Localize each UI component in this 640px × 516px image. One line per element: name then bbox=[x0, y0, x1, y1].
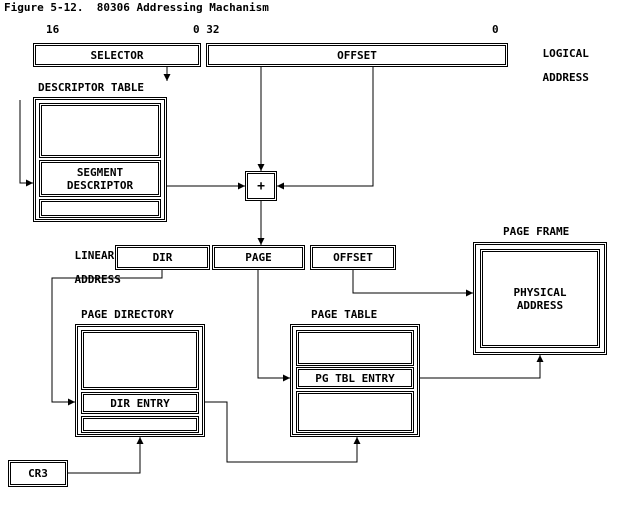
adder-box: + bbox=[245, 171, 277, 201]
descriptor-table-upper-cell bbox=[39, 103, 161, 158]
arrow-page-to-page-table bbox=[257, 270, 290, 382]
bit-label-16: 16 bbox=[46, 23, 60, 36]
figure-title: Figure 5-12. 80306 Addressing Machanism bbox=[4, 1, 269, 14]
linear-dir-field: DIR bbox=[115, 245, 210, 270]
bit-label-0-32: 0 32 bbox=[193, 23, 220, 36]
linear-offset-field: OFFSET bbox=[310, 245, 396, 270]
page-table-lower-cell bbox=[296, 391, 414, 433]
physical-address-cell: PHYSICAL ADDRESS bbox=[480, 249, 600, 348]
cr3-register-box: CR3 bbox=[8, 460, 68, 487]
offset-label: OFFSET bbox=[337, 48, 377, 62]
selector-box: SELECTOR bbox=[33, 43, 201, 67]
descriptor-table-label: DESCRIPTOR TABLE bbox=[38, 81, 144, 94]
page-frame-box: PHYSICAL ADDRESS bbox=[473, 242, 607, 355]
bit-label-0: 0 bbox=[492, 23, 499, 36]
dir-entry-cell: DIR ENTRY bbox=[81, 392, 199, 414]
page-table-upper-cell bbox=[296, 330, 414, 366]
linear-page-field: PAGE bbox=[212, 245, 305, 270]
descriptor-table-box: SEGMENT DESCRIPTOR bbox=[33, 97, 167, 222]
page-frame-label: PAGE FRAME bbox=[503, 225, 570, 238]
arrow-offset-to-adder-right bbox=[277, 67, 374, 190]
linear-address-label: LINEAR ADDRESS bbox=[74, 249, 121, 286]
plus-symbol: + bbox=[257, 178, 265, 194]
pg-tbl-entry-cell: PG TBL ENTRY bbox=[296, 367, 414, 389]
selector-label: SELECTOR bbox=[90, 48, 144, 62]
arrow-offset-to-page-frame bbox=[352, 270, 473, 297]
page-table-label: PAGE TABLE bbox=[311, 308, 378, 321]
page-directory-upper-cell bbox=[81, 330, 199, 390]
page-directory-lower-cell bbox=[81, 416, 199, 433]
arrow-cr3-to-page-directory bbox=[68, 437, 144, 474]
page-table-box: PG TBL ENTRY bbox=[290, 324, 420, 437]
page-directory-label: PAGE DIRECTORY bbox=[81, 308, 174, 321]
segment-descriptor-cell: SEGMENT DESCRIPTOR bbox=[39, 160, 161, 197]
logical-address-label: LOGICAL ADDRESS bbox=[542, 47, 589, 84]
descriptor-table-lower-cell bbox=[39, 199, 161, 218]
arrow-pg-tbl-entry-to-page-frame bbox=[420, 355, 544, 379]
offset-box: OFFSET bbox=[206, 43, 508, 67]
arrow-index-to-segment-descriptor bbox=[19, 100, 33, 187]
page-directory-box: DIR ENTRY bbox=[75, 324, 205, 437]
